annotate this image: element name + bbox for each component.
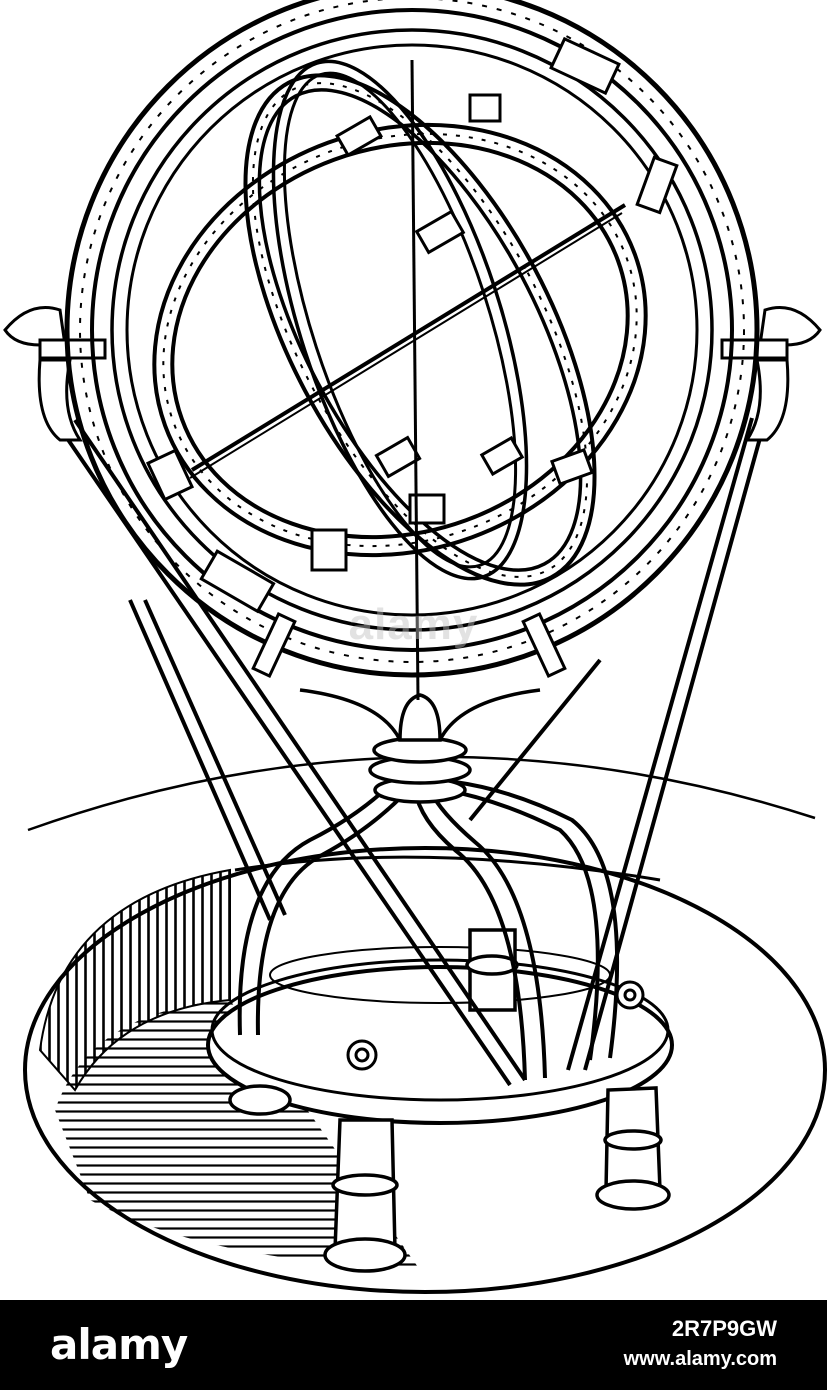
stand-base-ring [206, 946, 674, 1125]
outer-meridian-ring [64, 0, 760, 678]
side-brackets [3, 306, 822, 442]
stand-feet [228, 928, 671, 1273]
ring-stays [251, 612, 567, 678]
site-url[interactable]: www.alamy.com [623, 1348, 777, 1370]
central-pillar [299, 688, 541, 804]
alamy-logo[interactable]: alamy [50, 1320, 188, 1369]
footer-bar: alamy 2R7P9GW www.alamy.com [0, 1300, 827, 1390]
ring-clamps [145, 36, 679, 614]
image-id: 2R7P9GW [671, 1316, 777, 1341]
base-finials [346, 980, 645, 1071]
horizon-ring [152, 122, 648, 558]
support-struts [56, 417, 767, 1087]
sphere-axes [189, 59, 627, 701]
armillary-sphere-illustration [3, 0, 827, 1294]
